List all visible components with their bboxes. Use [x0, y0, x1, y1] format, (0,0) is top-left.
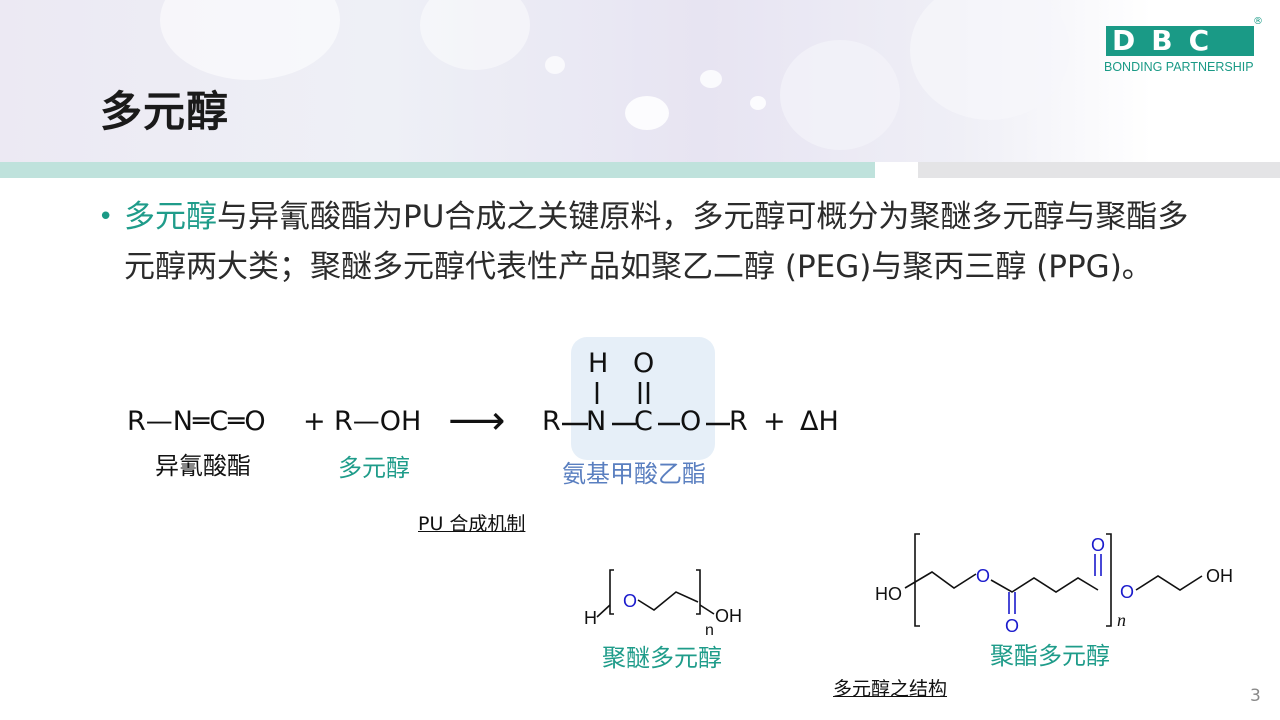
bullet-paragraph: • 多元醇与异氰酸酯为PU合成之关键原料，多元醇可概分为聚醚多元醇与聚酯多元醇两… [98, 192, 1198, 292]
polyether-oh: OH [715, 606, 742, 626]
page-number: 3 [1250, 686, 1261, 706]
label-isocyanate: 异氰酸酯 [155, 452, 251, 480]
reaction-scheme: R—N═C═O + R—OH ⟶ R N C O R H O + ΔH 异氰酸酯… [0, 330, 1280, 520]
nh-bond [595, 382, 599, 404]
bokeh-decoration [160, 0, 340, 80]
bokeh-decoration [910, 0, 1070, 120]
bokeh-decoration [420, 0, 530, 70]
polyester-o3: O [1091, 535, 1105, 555]
logo-box [1106, 26, 1254, 56]
product-c: C [634, 406, 653, 437]
heat-term: ΔH [800, 406, 839, 437]
polyether-structure: H O n OH [584, 569, 742, 639]
logo-letters: DBC [1112, 24, 1226, 57]
bond-line [562, 422, 588, 426]
label-polyol: 多元醇 [338, 454, 410, 482]
label-polyester: 聚酯多元醇 [990, 642, 1110, 670]
header-stripe-teal [0, 162, 875, 178]
bokeh-decoration [780, 40, 900, 150]
bokeh-decoration [545, 56, 565, 74]
plus-sign-2: + [763, 406, 786, 437]
logo-tagline: BONDING PARTNERSHIP [1104, 60, 1254, 74]
polyether-o: O [623, 591, 637, 611]
product-r2: R [729, 406, 748, 437]
product-r1: R [542, 406, 561, 437]
bullet-text: 多元醇与异氰酸酯为PU合成之关键原料，多元醇可概分为聚醚多元醇与聚酯多元醇两大类… [124, 192, 1198, 292]
product-h: H [588, 348, 609, 379]
reactant-isocyanate: R—N═C═O [127, 406, 266, 437]
header-stripe-grey [918, 162, 1280, 178]
plus-sign: + [303, 406, 326, 437]
body-text: 与异氰酸酯为PU合成之关键原料，多元醇可概分为聚醚多元醇与聚酯多元醇两大类；聚醚… [124, 199, 1189, 285]
polyester-ho: HO [875, 584, 902, 604]
bond-line [706, 422, 730, 426]
bond-line [612, 422, 636, 426]
registered-mark: ® [1253, 16, 1263, 27]
carbonyl-double-bond [638, 382, 650, 404]
reaction-arrow: ⟶ [448, 398, 506, 444]
polyester-oh: OH [1206, 566, 1233, 586]
polyester-n: n [1117, 610, 1126, 630]
polyester-o4: O [1120, 582, 1134, 602]
structure-caption[interactable]: 多元醇之结构 [833, 678, 948, 700]
label-carbamate: 氨基甲酸乙酯 [562, 460, 706, 488]
polyether-h: H [584, 608, 597, 628]
pu-mechanism-caption[interactable]: PU 合成机制 [418, 513, 526, 535]
bullet-dot: • [98, 202, 114, 232]
carbamate-highlight-box [571, 337, 715, 460]
bokeh-decoration [750, 96, 766, 110]
page-title: 多元醇 [100, 87, 230, 136]
polyester-o1: O [976, 566, 990, 586]
polyester-o2: O [1005, 616, 1019, 636]
highlight-term: 多元醇 [124, 199, 217, 235]
bokeh-decoration [700, 70, 722, 88]
product-n: N [586, 406, 607, 437]
bond-line [658, 422, 680, 426]
reactant-alcohol: R—OH [334, 406, 422, 437]
product-o: O [680, 406, 702, 437]
bokeh-decoration [625, 96, 669, 130]
label-polyether: 聚醚多元醇 [602, 644, 722, 672]
product-carbonyl-o: O [633, 348, 655, 379]
polyester-structure: HO O O O n O OH [875, 533, 1233, 636]
header-banner [0, 0, 1280, 162]
polyether-n: n [705, 622, 714, 639]
dbc-logo: DBC ® BONDING PARTNERSHIP [1104, 16, 1264, 78]
